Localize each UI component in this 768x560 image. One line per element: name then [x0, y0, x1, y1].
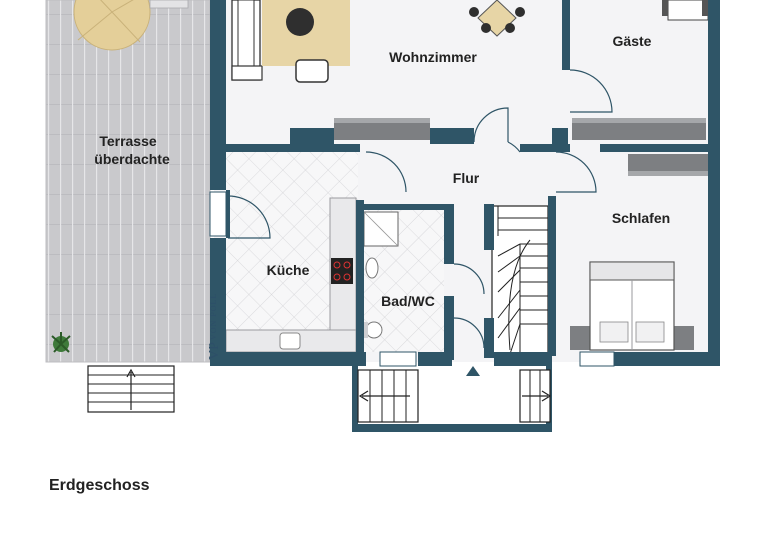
- room-label-flur: Flur: [453, 170, 480, 186]
- floor-name-label: Erdgeschoss: [49, 477, 150, 494]
- logo-mark: VP: [207, 342, 222, 360]
- entrance-stairs: [352, 366, 552, 432]
- von-poll-logo: VP VON POLL: [207, 293, 222, 360]
- room-label-kueche: Küche: [267, 262, 310, 278]
- bed-icon: [570, 261, 694, 351]
- staircase: [491, 205, 549, 355]
- kitchen-counter: [225, 197, 357, 353]
- room-label-terrasse: Terrasse: [99, 133, 157, 149]
- room-label-gaeste: Gäste: [613, 33, 652, 49]
- sink-icon: [365, 257, 379, 279]
- toilet-icon: [364, 321, 383, 339]
- sofa-icon: [231, 0, 263, 81]
- room-label-bad: Bad/WC: [381, 293, 435, 309]
- room-label-terrasse-2: überdachte: [94, 151, 170, 167]
- guest-bed-icon: [662, 0, 709, 21]
- room-label-wohnzimmer: Wohnzimmer: [389, 49, 477, 65]
- doors: [227, 69, 613, 349]
- windows: [209, 191, 615, 367]
- parasol-icon: [73, 0, 151, 51]
- terrace-area: Terrasse überdachte: [45, 0, 211, 363]
- plant-icon: [51, 332, 71, 353]
- walls: [210, 0, 720, 366]
- rug-icon: [262, 0, 350, 83]
- room-label-schlafen: Schlafen: [612, 210, 670, 226]
- entrance-arrow-icon: [466, 366, 480, 376]
- logo-text: VON POLL: [209, 293, 218, 340]
- shower-icon: [363, 211, 399, 247]
- terrace-stairs: [87, 365, 175, 413]
- dining-table-icon: [469, 0, 525, 37]
- radiator-icon: [334, 118, 708, 176]
